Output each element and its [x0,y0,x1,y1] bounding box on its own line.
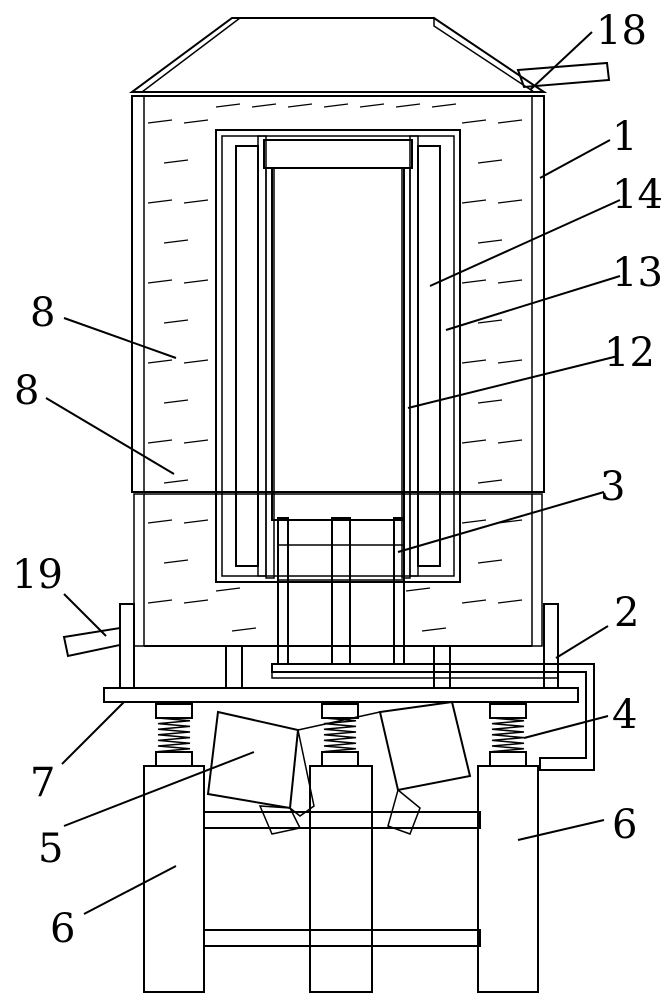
label-2: 2 [614,590,639,636]
label-6-left: 6 [50,906,75,952]
inner-chamber [215,129,461,583]
insulation-fill [147,103,523,632]
label-13: 13 [612,250,663,296]
outlet-pipe-18 [516,61,611,89]
label-18: 18 [596,8,647,54]
label-7: 7 [30,760,55,806]
vibration-motors [206,700,472,835]
leader-lines [45,31,621,915]
label-12: 12 [604,330,655,376]
label-5: 5 [38,826,63,872]
springs [155,703,527,767]
label-1: 1 [612,114,637,160]
support-legs [143,765,539,993]
hopper-roof [128,16,548,93]
label-6-right: 6 [612,802,637,848]
label-19: 19 [12,552,63,598]
part-labels: 18 1 14 13 12 8 8 3 19 2 4 7 5 6 6 [12,8,663,952]
label-14: 14 [612,172,663,218]
stirring-frame [271,517,559,679]
label-8-upper: 8 [30,290,55,336]
vibrating-plate [103,687,579,703]
label-8-lower: 8 [14,368,39,414]
inlet-pipe-19 [62,626,121,658]
label-4: 4 [612,692,637,738]
label-3: 3 [600,464,625,510]
outer-housing [131,95,545,647]
